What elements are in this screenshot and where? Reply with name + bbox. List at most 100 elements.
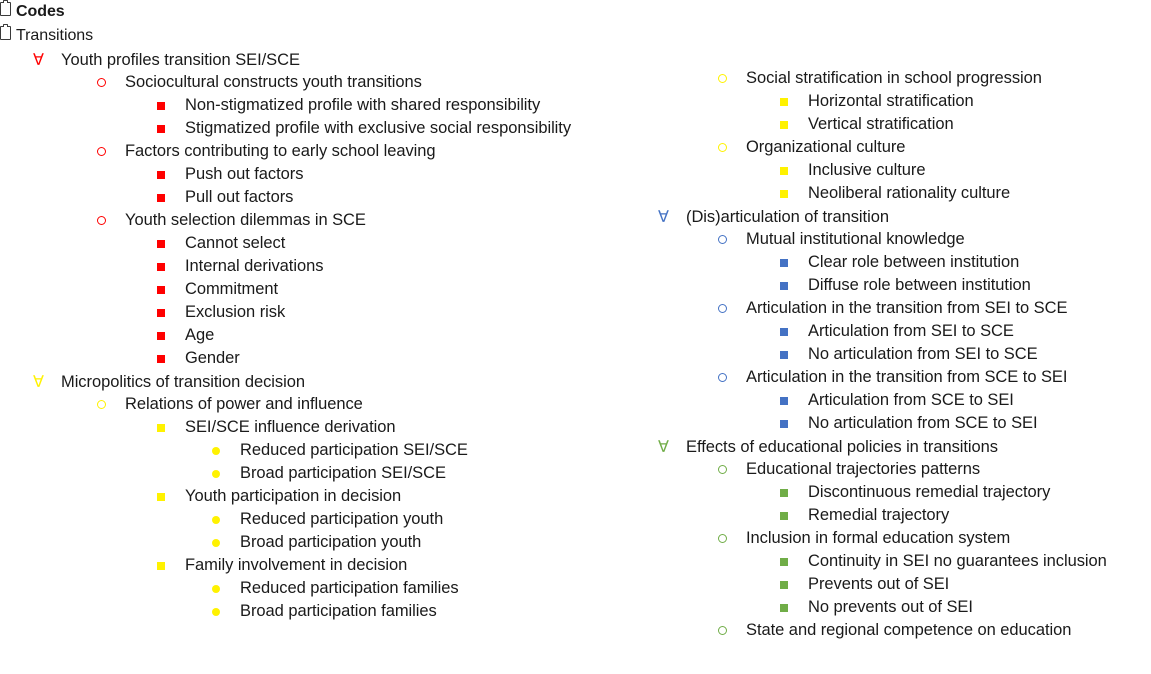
outline-item[interactable]: ∀Effects of educational policies in tran…	[640, 435, 1151, 458]
outline-item[interactable]: No prevents out of SEI	[640, 596, 1151, 619]
outline-item[interactable]: Prevents out of SEI	[640, 573, 1151, 596]
outline-item[interactable]: Continuity in SEI no guarantees inclusio…	[640, 550, 1151, 573]
outline-item[interactable]: Articulation from SEI to SCE	[640, 320, 1151, 343]
open-circle-bullet-icon	[718, 304, 727, 313]
outline-item-marker	[780, 512, 808, 520]
outline-item[interactable]: Social stratification in school progress…	[640, 67, 1151, 90]
outline-item[interactable]: Family involvement in decision	[0, 554, 640, 577]
outline-item[interactable]: Clear role between institution	[640, 251, 1151, 274]
outline-item-label: Age	[185, 326, 215, 344]
outline-item[interactable]: Diffuse role between institution	[640, 274, 1151, 297]
outline-item[interactable]: No articulation from SCE to SEI	[640, 412, 1151, 435]
outline-item-marker	[780, 581, 808, 589]
outline-item[interactable]: Vertical stratification	[640, 113, 1151, 136]
square-bullet-icon	[157, 309, 165, 317]
outline-item[interactable]: Reduced participation SEI/SCE	[0, 439, 640, 462]
outline-item[interactable]: Stigmatized profile with exclusive socia…	[0, 117, 640, 140]
outline-header-label: Codes	[16, 3, 65, 20]
square-bullet-icon	[157, 240, 165, 248]
outline-item[interactable]: ∀(Dis)articulation of transition	[640, 205, 1151, 228]
outline-item[interactable]: Youth selection dilemmas in SCE	[0, 209, 640, 232]
square-bullet-icon	[157, 332, 165, 340]
outline-item[interactable]: Internal derivations	[0, 255, 640, 278]
outline-item-label: Exclusion risk	[185, 303, 286, 321]
outline-item-label: Effects of educational policies in trans…	[686, 438, 998, 456]
outline-item[interactable]: Mutual institutional knowledge	[640, 228, 1151, 251]
outline-item-label: Commitment	[185, 280, 279, 298]
square-bullet-icon	[780, 98, 788, 106]
outline-item[interactable]: Broad participation families	[0, 600, 640, 623]
outline-item[interactable]: Youth participation in decision	[0, 485, 640, 508]
square-bullet-icon	[157, 286, 165, 294]
outline-item-marker: ∀	[33, 370, 61, 393]
outline-item-marker	[97, 78, 125, 87]
open-circle-bullet-icon	[97, 400, 106, 409]
outline-item-label: Internal derivations	[185, 257, 324, 275]
outline-item[interactable]: Educational trajectories patterns	[640, 458, 1151, 481]
outline-item-label: Clear role between institution	[808, 253, 1020, 271]
outline-item-marker	[780, 351, 808, 359]
outline-item[interactable]: Broad participation SEI/SCE	[0, 462, 640, 485]
outline-item[interactable]: Organizational culture	[640, 136, 1151, 159]
open-circle-bullet-icon	[718, 626, 727, 635]
outline-item-marker	[780, 397, 808, 405]
outline-item[interactable]: Neoliberal rationality culture	[640, 182, 1151, 205]
outline-item[interactable]: ∀Youth profiles transition SEI/SCE	[0, 48, 640, 71]
open-circle-bullet-icon	[97, 216, 106, 225]
outline-item-marker	[157, 332, 185, 340]
outline-item[interactable]: Broad participation youth	[0, 531, 640, 554]
outline-item[interactable]: Relations of power and influence	[0, 393, 640, 416]
outline-item[interactable]: Age	[0, 324, 640, 347]
outline-column-right: Social stratification in school progress…	[640, 0, 1151, 642]
outline-item-label: Horizontal stratification	[808, 92, 974, 110]
outline-item-marker	[97, 216, 125, 225]
square-bullet-icon	[157, 263, 165, 271]
square-bullet-icon	[157, 493, 165, 501]
outline-item-label: Inclusive culture	[808, 161, 926, 179]
square-bullet-icon	[780, 259, 788, 267]
outline-item[interactable]: Exclusion risk	[0, 301, 640, 324]
outline-item[interactable]: No articulation from SEI to SCE	[640, 343, 1151, 366]
outline-item-label: Neoliberal rationality culture	[808, 184, 1011, 202]
outline-item-marker	[718, 143, 746, 152]
outline-item[interactable]: Horizontal stratification	[640, 90, 1151, 113]
square-bullet-icon	[780, 351, 788, 359]
outline-item[interactable]: Push out factors	[0, 163, 640, 186]
outline-item[interactable]: Articulation in the transition from SEI …	[640, 297, 1151, 320]
outline-item[interactable]: Reduced participation youth	[0, 508, 640, 531]
outline-item[interactable]: Factors contributing to early school lea…	[0, 140, 640, 163]
outline-header-item[interactable]: Codes	[0, 0, 640, 24]
outline-item-label: Relations of power and influence	[125, 395, 363, 413]
outline-item-label: Reduced participation youth	[240, 510, 444, 528]
outline-item-label: Articulation from SCE to SEI	[808, 391, 1014, 409]
outline-item[interactable]: State and regional competence on educati…	[640, 619, 1151, 642]
outline-item[interactable]: Gender	[0, 347, 640, 370]
outline-item-label: Inclusion in formal education system	[746, 529, 1011, 547]
outline-item[interactable]: Sociocultural constructs youth transitio…	[0, 71, 640, 94]
outline-item-marker	[212, 516, 240, 524]
dot-bullet-icon	[212, 516, 220, 524]
outline-item[interactable]: Non-stigmatized profile with shared resp…	[0, 94, 640, 117]
outline-header-item[interactable]: Transitions	[0, 24, 640, 48]
outline-item[interactable]: SEI/SCE influence derivation	[0, 416, 640, 439]
outline-item[interactable]: Pull out factors	[0, 186, 640, 209]
outline-item[interactable]: Articulation in the transition from SCE …	[640, 366, 1151, 389]
outline-item[interactable]: ∀Micropolitics of transition decision	[0, 370, 640, 393]
outline-item[interactable]: Inclusion in formal education system	[640, 527, 1151, 550]
outline-item[interactable]: Inclusive culture	[640, 159, 1151, 182]
outline-item[interactable]: Reduced participation families	[0, 577, 640, 600]
outline-list-right: Social stratification in school progress…	[640, 0, 1151, 642]
square-bullet-icon	[780, 581, 788, 589]
outline-item-label: Reduced participation SEI/SCE	[240, 441, 468, 459]
outline-item[interactable]: Cannot select	[0, 232, 640, 255]
outline-item[interactable]: Discontinuous remedial trajectory	[640, 481, 1151, 504]
outline-item[interactable]: Commitment	[0, 278, 640, 301]
outline-item-marker	[780, 489, 808, 497]
outline-item[interactable]: Remedial trajectory	[640, 504, 1151, 527]
dot-bullet-icon	[212, 608, 220, 616]
square-bullet-icon	[157, 355, 165, 363]
outline-item-label: Micropolitics of transition decision	[61, 373, 305, 391]
outline-item-label: Mutual institutional knowledge	[746, 230, 965, 248]
outline-item[interactable]: Articulation from SCE to SEI	[640, 389, 1151, 412]
